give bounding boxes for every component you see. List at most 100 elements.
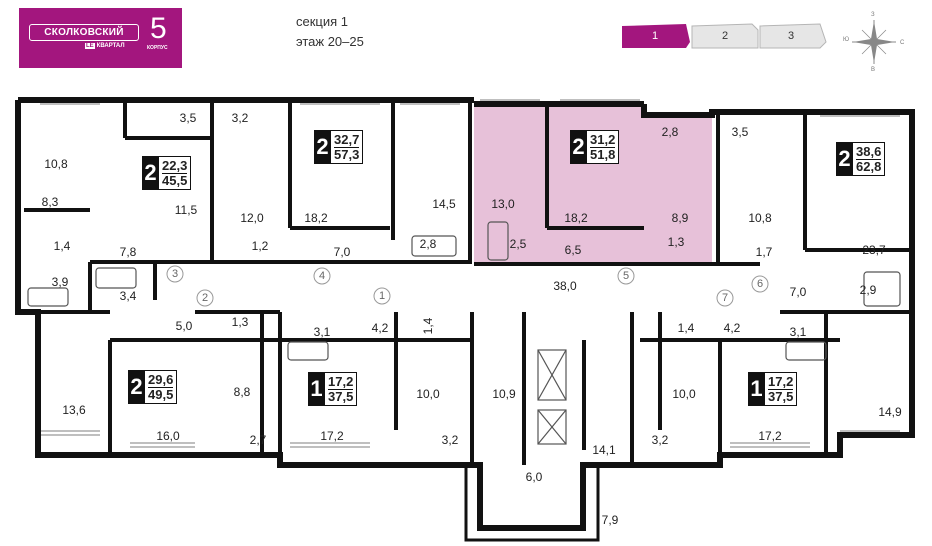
corridor-number: 6	[756, 278, 764, 290]
room-area: 10,0	[416, 387, 440, 401]
logo-name: СКОЛКОВСКИЙ	[29, 24, 139, 41]
corridor-number: 1	[378, 290, 386, 302]
logo-number-sub: КОРПУС	[147, 45, 168, 51]
room-area: 7,8	[119, 245, 137, 259]
room-area: 1,4	[677, 321, 695, 335]
total-area: 49,5	[148, 386, 174, 402]
apartment-rooms: 2	[314, 130, 331, 164]
room-area: 38,0	[553, 279, 577, 293]
room-area: 4,2	[723, 321, 741, 335]
room-area: 14,9	[878, 405, 902, 419]
room-area: 6,5	[564, 243, 582, 257]
compass-north-label: З	[871, 12, 875, 18]
total-area: 45,5	[162, 172, 188, 188]
room-area: 14,1	[592, 443, 616, 457]
section-2-button[interactable]: 2	[721, 30, 729, 42]
apartment-rooms: 1	[308, 372, 325, 406]
living-area: 17,2	[328, 373, 354, 390]
room-area: 5,0	[175, 319, 193, 333]
room-area: 8,3	[41, 195, 59, 209]
section-1-button[interactable]: 1	[651, 30, 659, 42]
living-area: 22,3	[162, 157, 188, 174]
room-area: 17,2	[758, 429, 782, 443]
room-area: 8,8	[233, 385, 251, 399]
room-area: 1,2	[251, 239, 269, 253]
living-area: 38,6	[856, 143, 882, 160]
highlighted-apartment[interactable]	[474, 104, 712, 264]
apartment-rooms: 2	[142, 156, 159, 190]
apartment-rooms: 2	[128, 370, 145, 404]
total-area: 57,3	[334, 146, 360, 162]
room-area: 10,9	[492, 387, 516, 401]
total-area: 37,5	[768, 388, 794, 404]
room-area: 1,4	[421, 317, 435, 335]
living-area: 31,2	[590, 131, 616, 148]
room-area: 1,3	[231, 315, 249, 329]
compass-south-label: В	[871, 67, 876, 73]
logo-number: 5	[150, 12, 167, 45]
room-area: 18,2	[564, 211, 588, 225]
living-area: 17,2	[768, 373, 794, 390]
room-area: 7,0	[333, 245, 351, 259]
room-area: 16,0	[156, 429, 180, 443]
room-area: 11,5	[174, 203, 198, 217]
apartment-rooms: 2	[570, 130, 587, 164]
room-area: 3,1	[313, 325, 331, 339]
compass-west-label: Ю	[843, 37, 850, 43]
room-area: 2,9	[859, 283, 877, 297]
room-area: 13,6	[62, 403, 86, 417]
corridor-number: 2	[201, 292, 209, 304]
corridor-number: 5	[622, 270, 630, 282]
room-area: 7,0	[789, 285, 807, 299]
floor-range: этаж 20–25	[296, 34, 364, 49]
section-label: секция 1	[296, 14, 349, 29]
room-area: 8,9	[671, 211, 689, 225]
room-area: 3,4	[119, 289, 137, 303]
room-area: 2,8	[661, 125, 679, 139]
room-area: 18,2	[304, 211, 328, 225]
room-area: 3,2	[441, 433, 459, 447]
room-area: 4,2	[371, 321, 389, 335]
room-area: 3,1	[789, 325, 807, 339]
apartment-rooms: 2	[836, 142, 853, 176]
apartment-rooms: 1	[748, 372, 765, 406]
room-area: 7,9	[601, 513, 619, 527]
room-area: 3,5	[731, 125, 749, 139]
room-area: 14,5	[432, 197, 456, 211]
total-area: 37,5	[328, 388, 354, 404]
corridor-number: 4	[318, 270, 326, 282]
room-area: 2,5	[509, 237, 527, 251]
room-area: 23,7	[862, 243, 886, 257]
room-area: 3,2	[231, 111, 249, 125]
room-area: 1,3	[667, 235, 685, 249]
room-area: 10,0	[672, 387, 696, 401]
room-area: 12,0	[240, 211, 264, 225]
total-area: 62,8	[856, 158, 882, 174]
room-area: 17,2	[320, 429, 344, 443]
living-area: 32,7	[334, 131, 360, 148]
corridor-number: 3	[171, 268, 179, 280]
room-area: 2,7	[249, 433, 267, 447]
room-area: 6,0	[525, 470, 543, 484]
room-area: 1,4	[53, 239, 71, 253]
room-area: 10,8	[44, 157, 68, 171]
room-area: 1,7	[755, 245, 773, 259]
section-3-button[interactable]: 3	[787, 30, 795, 42]
